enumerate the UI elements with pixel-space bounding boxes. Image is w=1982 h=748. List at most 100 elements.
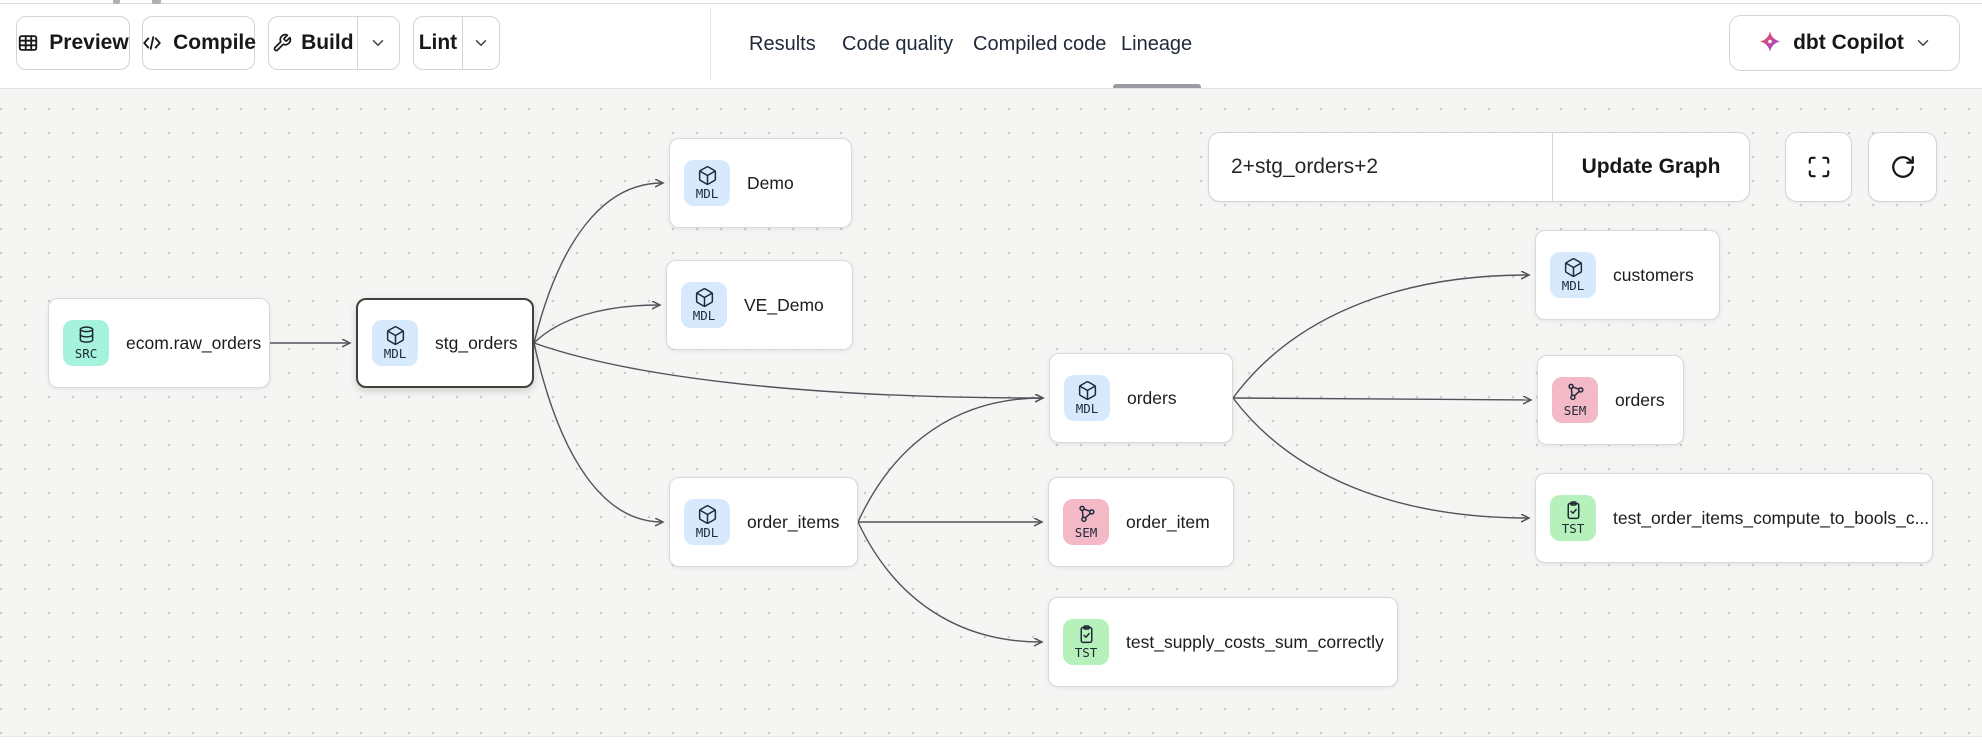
node-label: Demo <box>747 172 794 193</box>
toolbar-tabs-divider <box>710 8 711 80</box>
node-label: order_items <box>747 511 840 532</box>
node-label: test_supply_costs_sum_correctly <box>1126 631 1384 652</box>
build-button-group: Build <box>268 16 400 70</box>
fullscreen-button[interactable] <box>1785 132 1852 202</box>
lineage-selector-group: Update Graph <box>1208 132 1750 202</box>
top-edge-divider <box>0 3 1982 4</box>
tab-compiled-code[interactable]: Compiled code <box>973 0 1106 88</box>
node-type-label: TST <box>1074 645 1098 661</box>
graph-node-ecom_raw_orders[interactable]: SRC ecom.raw_orders <box>48 298 270 388</box>
build-button[interactable]: Build <box>269 17 357 69</box>
graph-node-demo[interactable]: MDL Demo <box>669 138 852 228</box>
test-clipboard-icon <box>1076 624 1097 645</box>
chevron-down-icon <box>1914 34 1932 52</box>
lint-dropdown-button[interactable] <box>461 17 499 69</box>
node-label: stg_orders <box>435 332 518 353</box>
build-dropdown-button[interactable] <box>356 17 399 69</box>
node-type-label: MDL <box>1075 401 1099 417</box>
tab-results[interactable]: Results <box>749 0 816 88</box>
node-type-label: SRC <box>74 346 98 362</box>
node-type-label: SEM <box>1074 525 1098 541</box>
graph-node-customers[interactable]: MDL customers <box>1535 230 1720 320</box>
dbt-copilot-button[interactable]: dbt Copilot <box>1729 15 1960 71</box>
node-type-badge: MDL <box>681 282 727 328</box>
tab-lineage[interactable]: Lineage <box>1121 0 1192 88</box>
source-database-icon <box>76 325 97 346</box>
lineage-edge-orders_model-to-orders_sem <box>1232 398 1530 400</box>
top-edge-fragment <box>113 0 120 4</box>
tab-results-label: Results <box>749 32 816 55</box>
model-cube-icon <box>1077 380 1098 401</box>
model-cube-icon <box>385 325 406 346</box>
node-label: VE_Demo <box>744 294 824 315</box>
compile-button[interactable]: Compile <box>141 16 256 70</box>
lineage-edge-stg_orders-to-order_items <box>533 342 662 522</box>
refresh-button[interactable] <box>1868 132 1937 202</box>
node-type-badge: TST <box>1550 495 1596 541</box>
graph-node-order_item_sem[interactable]: SEM order_item <box>1048 477 1234 567</box>
preview-button[interactable]: Preview <box>16 16 130 70</box>
node-label: orders <box>1615 389 1665 410</box>
node-type-badge: MDL <box>1064 375 1110 421</box>
node-type-badge: MDL <box>372 320 418 366</box>
dbt-copilot-label: dbt Copilot <box>1793 31 1904 54</box>
canvas-bottom-strip <box>0 736 1982 748</box>
node-label: orders <box>1127 387 1177 408</box>
lineage-edge-order_items-to-test_supply <box>857 521 1041 642</box>
update-graph-button[interactable]: Update Graph <box>1552 133 1749 201</box>
test-clipboard-icon <box>1563 500 1584 521</box>
semantic-model-icon <box>1565 382 1586 403</box>
tab-lineage-label: Lineage <box>1121 32 1193 55</box>
build-label: Build <box>301 31 354 54</box>
node-type-badge: SRC <box>63 320 109 366</box>
lint-button-group: Lint <box>413 16 500 70</box>
node-type-label: MDL <box>692 308 716 324</box>
graph-node-orders_sem[interactable]: SEM orders <box>1537 355 1684 445</box>
preview-label: Preview <box>49 31 129 54</box>
lineage-edge-stg_orders-to-ve_demo <box>533 305 659 344</box>
node-label: order_item <box>1126 511 1210 532</box>
node-type-badge: SEM <box>1552 377 1598 423</box>
model-cube-icon <box>694 287 715 308</box>
graph-node-ve_demo[interactable]: MDL VE_Demo <box>666 260 853 350</box>
node-type-label: MDL <box>695 186 719 202</box>
top-edge-fragment <box>152 0 161 4</box>
node-label: ecom.raw_orders <box>126 332 262 353</box>
graph-node-stg_orders[interactable]: MDL stg_orders <box>356 298 534 388</box>
node-type-label: MDL <box>1561 278 1585 294</box>
tab-compiled-code-label: Compiled code <box>973 32 1107 55</box>
node-type-badge: TST <box>1063 619 1109 665</box>
lineage-selector-input[interactable] <box>1209 133 1552 201</box>
tab-code-quality[interactable]: Code quality <box>842 0 953 88</box>
node-label: customers <box>1613 264 1694 285</box>
lineage-edge-orders_model-to-test_order_items <box>1232 397 1528 518</box>
graph-node-order_items[interactable]: MDL order_items <box>669 477 858 567</box>
update-graph-label: Update Graph <box>1581 155 1721 178</box>
lineage-edge-orders_model-to-customers <box>1232 275 1528 399</box>
compile-label: Compile <box>173 31 256 54</box>
node-type-badge: MDL <box>684 499 730 545</box>
model-cube-icon <box>697 165 718 186</box>
dbt-copilot-icon <box>1757 30 1783 56</box>
lint-label: Lint <box>418 31 458 54</box>
lineage-edge-stg_orders-to-demo <box>533 183 662 344</box>
model-cube-icon <box>1563 257 1584 278</box>
wrench-icon <box>272 33 292 53</box>
code-icon <box>141 32 163 54</box>
node-type-badge: MDL <box>684 160 730 206</box>
node-type-label: SEM <box>1563 403 1587 419</box>
fullscreen-icon <box>1806 154 1832 180</box>
graph-node-test_supply[interactable]: TST test_supply_costs_sum_correctly <box>1048 597 1398 687</box>
chevron-down-icon <box>369 34 387 52</box>
semantic-model-icon <box>1076 504 1097 525</box>
node-type-label: MDL <box>695 525 719 541</box>
graph-node-orders_model[interactable]: MDL orders <box>1049 353 1233 443</box>
lineage-edge-order_items-to-orders_model <box>857 398 1042 523</box>
node-type-badge: MDL <box>1550 252 1596 298</box>
model-cube-icon <box>697 504 718 525</box>
chevron-down-icon <box>472 34 490 52</box>
lint-button[interactable]: Lint <box>414 17 462 69</box>
